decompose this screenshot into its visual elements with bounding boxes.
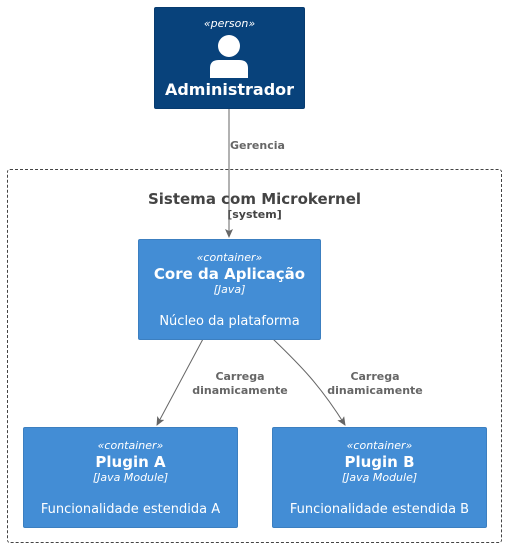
boundary-title: Sistema com Microkernel [147,190,362,208]
boundary-type: [system] [227,208,282,221]
plugin-a-description: Funcionalidade estendida A [40,502,221,517]
plugin-a-name: Plugin A [95,453,166,471]
edge-loads-a [156,338,204,426]
container-plugin-b[interactable]: «container» Plugin B [Java Module] Funci… [272,427,487,528]
core-description: Núcleo da plataforma [159,314,300,329]
plugin-b-description: Funcionalidade estendida B [289,502,470,517]
plugin-b-name: Plugin B [344,453,415,471]
person-icon [210,35,248,78]
plugin-b-stereotype: «container» [346,439,413,452]
core-stereotype: «container» [196,251,263,264]
core-tech: [Java] [213,283,246,296]
edge-label-loads-a: Carrega dinamicamente [192,370,288,397]
plugin-b-tech: [Java Module] [341,471,418,484]
container-plugin-a[interactable]: «container» Plugin A [Java Module] Funci… [23,427,238,528]
person-administrador[interactable]: «person» Administrador [154,7,305,109]
plugin-a-tech: [Java Module] [92,471,169,484]
person-stereotype: «person» [203,17,256,30]
edge-label-manages: Gerencia [230,139,285,152]
edge-label-loads-b: Carrega dinamicamente [327,370,423,397]
person-name: Administrador [164,80,295,99]
core-name: Core da Aplicação [153,265,306,283]
edge-loads-b [272,338,346,426]
system-boundary: Sistema com Microkernel [system] [7,169,502,543]
plugin-a-stereotype: «container» [97,439,164,452]
container-core[interactable]: «container» Core da Aplicação [Java] Núc… [138,239,321,340]
